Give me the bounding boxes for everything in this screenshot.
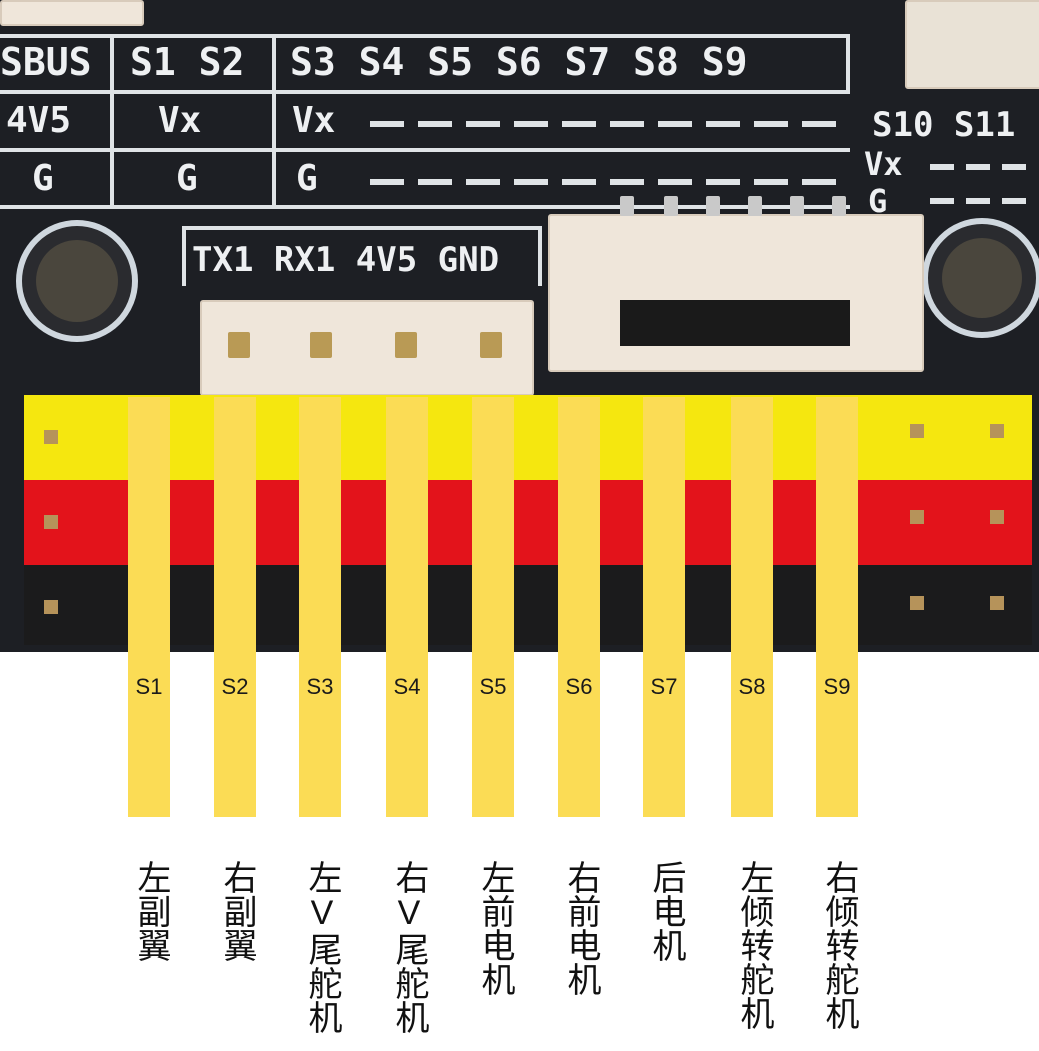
channel-bar-s9 [816, 397, 858, 817]
header-pin [990, 424, 1004, 438]
function-label-s6: 右前电机 [562, 860, 600, 996]
silk-line [182, 226, 186, 286]
channel-label-s2: S2 [221, 674, 249, 699]
function-label-s2: 右副翼 [218, 860, 256, 962]
function-label-s5: 左前电机 [476, 860, 514, 996]
header-pin [910, 424, 924, 438]
uart-pin [395, 332, 417, 358]
silk-g-right-block: G [868, 182, 888, 220]
silk-g: G [32, 158, 54, 199]
silk-vx: Vx [158, 100, 202, 141]
jst-pin [832, 196, 846, 216]
channel-label-s9: S9 [823, 674, 851, 699]
silk-dash [930, 164, 1030, 170]
silk-line [0, 34, 850, 38]
channel-bar-s8 [731, 397, 773, 817]
silk-line [272, 34, 276, 206]
function-label-s4: 右V尾舵机 [390, 860, 428, 1034]
silk-line [0, 205, 850, 209]
channel-bar-s5 [472, 397, 514, 817]
uart-pin [310, 332, 332, 358]
silk-vx-right-block: Vx [864, 145, 903, 183]
header-pin [910, 510, 924, 524]
servo-header-power-row [24, 480, 1032, 568]
channel-label-s7: S7 [650, 674, 678, 699]
silk-line [0, 90, 850, 94]
servo-header-ground-row [24, 565, 1032, 645]
header-pin [44, 515, 58, 529]
silk-vx-right: Vx [292, 100, 336, 141]
top-right-connector [905, 0, 1039, 89]
silk-line [110, 34, 114, 206]
silk-dash [370, 179, 840, 185]
silk-line [0, 148, 850, 152]
function-label-s8: 左倾转舵机 [735, 860, 773, 1030]
jst-pin [706, 196, 720, 216]
silk-line [538, 226, 542, 286]
header-pin [44, 430, 58, 444]
header-pin [990, 596, 1004, 610]
function-label-s1: 左副翼 [132, 860, 170, 962]
silk-g-2: G [176, 158, 198, 199]
silk-s1-s2: S1 S2 [130, 40, 245, 84]
jst-pin [664, 196, 678, 216]
silk-s3-s9: S3 S4 S5 S6 S7 S8 S9 [290, 40, 748, 84]
jst-slot [620, 300, 850, 346]
silk-4v5: 4V5 [6, 100, 72, 141]
top-left-connector [0, 0, 144, 26]
channel-bar-s1 [128, 397, 170, 817]
channel-label-s1: S1 [135, 674, 163, 699]
function-label-s7: 后电机 [647, 860, 685, 962]
jst-pin [790, 196, 804, 216]
silk-line [182, 226, 542, 230]
silk-uart-label: TX1 RX1 4V5 GND [192, 240, 500, 280]
screw-right [922, 218, 1039, 338]
pcb-photo: SBUS S1 S2 S3 S4 S5 S6 S7 S8 S9 4V5 Vx V… [0, 0, 1039, 652]
channel-bar-s7 [643, 397, 685, 817]
silk-dash [930, 198, 1030, 204]
header-pin [910, 596, 924, 610]
channel-bar-s4 [386, 397, 428, 817]
function-label-s9: 右倾转舵机 [820, 860, 858, 1030]
uart-pin [228, 332, 250, 358]
jst-pin [748, 196, 762, 216]
channel-bar-s6 [558, 397, 600, 817]
function-label-s3: 左V尾舵机 [303, 860, 341, 1034]
silk-dash [370, 121, 840, 127]
silk-sbus: SBUS [0, 40, 92, 84]
silk-s10-s11: S10 S11 [872, 105, 1016, 145]
header-pin [990, 510, 1004, 524]
screw-left [16, 220, 138, 342]
channel-label-s5: S5 [479, 674, 507, 699]
jst-connector [548, 214, 924, 372]
channel-bar-s2 [214, 397, 256, 817]
silk-line [846, 34, 850, 94]
channel-label-s3: S3 [306, 674, 334, 699]
channel-label-s4: S4 [393, 674, 421, 699]
header-pin [44, 600, 58, 614]
channel-label-s6: S6 [565, 674, 593, 699]
channel-label-s8: S8 [738, 674, 766, 699]
channel-bar-s3 [299, 397, 341, 817]
jst-pin [620, 196, 634, 216]
silk-g-3: G [296, 158, 318, 199]
servo-header-signal-row [24, 395, 1032, 483]
uart-pin [480, 332, 502, 358]
